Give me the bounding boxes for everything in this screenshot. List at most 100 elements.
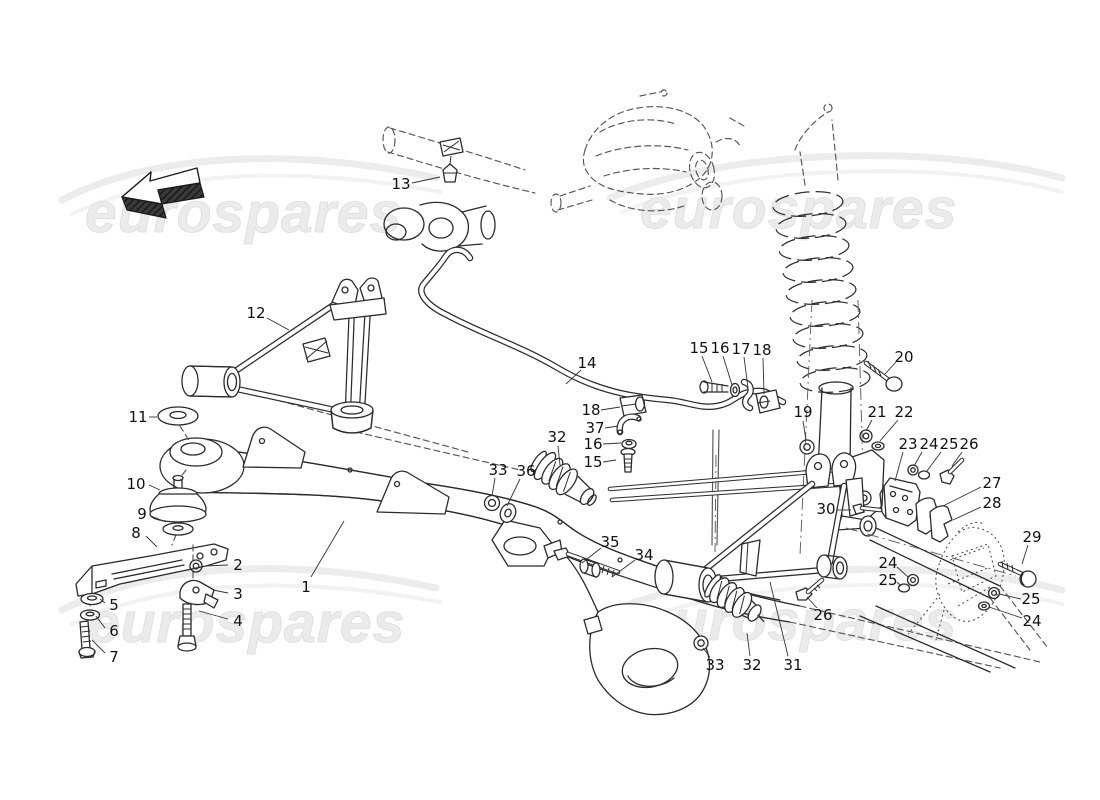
callout-label: 5	[109, 596, 119, 614]
callout-label: 4	[233, 612, 243, 630]
callout-7: 7	[91, 639, 119, 666]
callout-10: 10	[126, 475, 161, 493]
callout-label: 12	[246, 304, 265, 322]
callout-16: 16	[583, 435, 622, 453]
leader-line	[150, 515, 167, 523]
leader-line	[1021, 544, 1029, 565]
watermark-text: eurospares	[88, 591, 405, 655]
leader-line	[722, 355, 733, 386]
leader-line	[506, 478, 521, 507]
callout-23: 23	[894, 435, 918, 482]
wishbone-apex-bracket	[329, 277, 387, 321]
callout-label: 32	[742, 656, 761, 674]
callout-label: 24	[919, 435, 938, 453]
leader-line	[602, 459, 617, 463]
callout-label: 17	[731, 340, 750, 358]
bolt-15b	[620, 447, 636, 473]
callout-label: 3	[233, 585, 243, 603]
callout-label: 22	[894, 403, 913, 421]
callout-label: 8	[131, 524, 141, 542]
leader-line	[762, 357, 765, 395]
leader-line	[557, 445, 561, 466]
leader-line	[145, 535, 158, 548]
leader-line	[998, 593, 1022, 600]
bolt-15-head	[699, 380, 709, 394]
sway-bar	[418, 246, 787, 410]
upper-link-30	[845, 477, 1049, 651]
callout-25: 25	[998, 590, 1041, 608]
callout-label: 9	[137, 505, 147, 523]
callout-label: 13	[391, 175, 410, 193]
callout-label: 23	[898, 435, 917, 453]
bracket-23	[879, 477, 921, 527]
callout-label: 2	[233, 556, 243, 574]
nut-2	[189, 559, 203, 573]
callout-label: 24	[1022, 612, 1041, 630]
callout-22: 22	[879, 403, 914, 442]
callout-33: 33	[702, 647, 725, 674]
dust-shield-ghost	[907, 521, 1005, 641]
callout-label: 29	[1022, 528, 1041, 546]
callout-label: 33	[488, 461, 507, 479]
callout-label: 16	[583, 435, 602, 453]
callout-label: 25	[878, 571, 897, 589]
callout-33: 33	[488, 461, 508, 497]
leader-line	[411, 176, 441, 184]
washer-6	[79, 609, 101, 621]
leader-line	[611, 559, 636, 578]
bolt-7	[78, 620, 96, 659]
leader-line	[884, 361, 897, 375]
arm-rear-eye	[816, 554, 848, 580]
leader-line	[99, 598, 106, 604]
arm-apex-ears	[805, 452, 857, 489]
u-joint	[383, 201, 496, 252]
callout-34: 34	[611, 546, 654, 578]
leader-line	[565, 369, 582, 385]
callout-15: 15	[583, 453, 617, 471]
leader-line	[266, 317, 290, 331]
nut-33-upper	[483, 494, 501, 512]
swaybar-clamp-set-top	[699, 378, 781, 414]
subframe	[159, 426, 1041, 716]
washer-24c	[977, 601, 991, 611]
leader-line	[310, 520, 345, 578]
direction-arrow-icon	[121, 167, 205, 219]
leader-line	[951, 451, 963, 467]
wishbone	[181, 277, 521, 471]
leader-line	[702, 647, 711, 658]
leader-line	[91, 639, 106, 654]
nut-21	[859, 429, 873, 443]
callout-label: 21	[867, 403, 886, 421]
callout-11: 11	[128, 408, 157, 426]
leader-line	[988, 606, 1023, 619]
washer-22	[871, 441, 885, 451]
callout-15: 15	[689, 339, 713, 383]
callout-label: 14	[577, 354, 596, 372]
callout-label: 24	[878, 554, 897, 572]
washer-16	[729, 382, 741, 398]
wishbone-front-bushing	[181, 365, 241, 398]
plate-28	[929, 505, 953, 543]
watermark-text: eurospares	[640, 177, 957, 241]
leader-line	[952, 506, 982, 521]
callout-27: 27	[942, 474, 1002, 507]
callout-24: 24	[878, 554, 909, 578]
callout-label: 18	[581, 401, 600, 419]
washer-36	[499, 503, 517, 523]
callout-label: 15	[689, 339, 708, 357]
callout-label: 30	[816, 500, 835, 518]
bushing-32-upper	[530, 450, 597, 506]
wishbone-rear-bushing	[330, 401, 374, 434]
callout-26: 26	[806, 596, 833, 624]
bracket-8-hardware	[75, 543, 229, 659]
differential-ghost	[550, 89, 745, 213]
right-hardware	[845, 457, 1037, 641]
bolt-29	[997, 560, 1037, 588]
callout-label: 7	[109, 648, 119, 666]
callout-label: 31	[783, 656, 802, 674]
washer-25a	[917, 470, 931, 480]
callout-4: 4	[198, 610, 243, 630]
callout-label: 15	[583, 453, 602, 471]
washer-11	[157, 406, 199, 426]
